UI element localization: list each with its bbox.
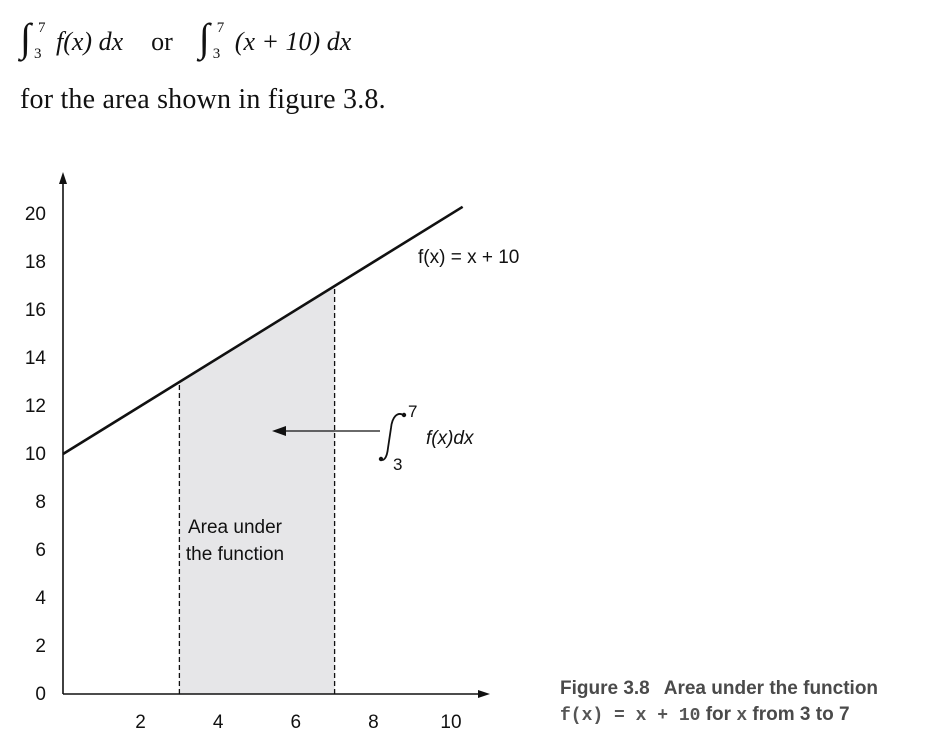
x-axis-arrow-icon [478, 690, 490, 698]
integral-sign-dot [401, 412, 407, 418]
x-tick-label: 4 [213, 712, 224, 733]
caption-mid: for [700, 704, 737, 725]
caption-title-line: Figure 3.8 Area under the function [560, 676, 930, 702]
y-tick-label: 2 [35, 636, 46, 657]
y-tick-label: 16 [25, 300, 46, 321]
annotation-upper-limit: 7 [408, 402, 417, 421]
y-tick-label: 20 [25, 204, 46, 225]
y-tick-label: 14 [25, 348, 47, 369]
y-tick-label: 0 [35, 684, 46, 705]
left-arrow-icon [272, 426, 286, 436]
integral-lower-limit: 3 [34, 46, 42, 62]
x-tick-label: 8 [368, 712, 379, 733]
y-tick-label: 18 [25, 252, 46, 273]
y-tick-label: 12 [25, 396, 46, 417]
series-label: f(x) = x + 10 [418, 247, 519, 268]
formula-line: ∫ 7 3 f(x) dx or ∫ 7 3 (x + 10) dx [20, 15, 352, 66]
integrand-right: (x + 10) dx [234, 27, 352, 56]
figure-caption: Figure 3.8 Area under the function f(x) =… [560, 676, 930, 729]
shaded-area [179, 286, 335, 694]
annotation-integrand: f(x)dx [426, 428, 475, 449]
y-tick-label: 4 [35, 588, 46, 609]
integral-upper-limit: 7 [216, 20, 225, 36]
integral-upper-limit: 7 [38, 20, 46, 36]
caption-var: x [736, 706, 748, 726]
caption-end: from 3 to 7 [747, 704, 850, 725]
y-tick-label: 6 [35, 540, 46, 561]
figure-chart: 0 2 4 6 8 10 12 14 16 18 20 2 4 6 8 10 f(x) = x + 10 Area… [25, 172, 519, 733]
y-axis-arrow-icon [59, 172, 67, 184]
caption-expr: f(x) = x + 10 [560, 706, 701, 726]
caption-label: Figure 3.8 [560, 678, 650, 699]
x-tick-label: 10 [440, 712, 461, 733]
y-tick-label: 8 [35, 492, 46, 513]
x-tick-label: 6 [291, 712, 302, 733]
integral-right: ∫ 7 3 [199, 15, 235, 64]
integrand-left: f(x) dx [56, 27, 124, 56]
integral-sign-icon [379, 413, 406, 461]
integral-sign-icon: ∫ [20, 15, 31, 60]
area-label-line1: Area under [188, 517, 283, 538]
x-tick-label: 2 [135, 712, 146, 733]
caption-detail-line: f(x) = x + 10 for x from 3 to 7 [560, 702, 930, 729]
annotation-lower-limit: 3 [393, 455, 402, 474]
integral-sign-dot [378, 456, 384, 462]
integral-left: ∫ 7 3 [20, 15, 56, 64]
integral-sign-icon: ∫ [198, 15, 210, 60]
connector-or: or [151, 27, 173, 56]
area-label-line2: the function [186, 544, 284, 565]
integral-lower-limit: 3 [212, 46, 221, 62]
y-tick-label: 10 [25, 444, 46, 465]
body-text: for the area shown in figure 3.8. [20, 84, 386, 115]
function-line [62, 205, 464, 456]
caption-title: Area under the function [663, 678, 879, 699]
